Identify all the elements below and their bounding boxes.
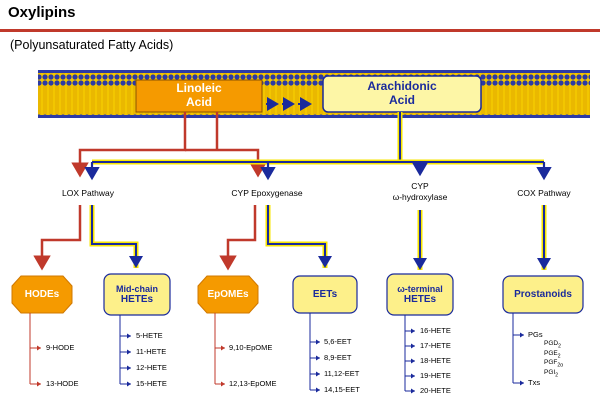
prostaglandin-list: PGD2 PGE2 PGF2α PGI2 <box>544 340 563 378</box>
product-txs: Txs <box>528 378 541 387</box>
epomes-octagon <box>197 275 259 314</box>
arachidonic-arrows <box>84 112 552 181</box>
page-subtitle: (Polyunsaturated Fatty Acids) <box>10 38 174 52</box>
omega-hetes-box <box>386 273 454 316</box>
linoleic-line1: Linoleic <box>176 81 222 96</box>
eets-label: EETs <box>312 288 338 300</box>
product-20-hete: 20-HETE <box>420 386 451 395</box>
product-16-hete: 16-HETE <box>420 326 451 335</box>
product-5-hete: 5-HETE <box>136 331 163 340</box>
eets-box <box>292 275 358 314</box>
linoleic-acid-box <box>135 79 263 113</box>
cyp-hydroxylase-line1: CYP <box>411 181 429 191</box>
hodes-product-lines <box>29 313 41 387</box>
linoleic-arrows <box>71 112 267 178</box>
product-19-hete: 19-HETE <box>420 371 451 380</box>
cyp-epoxygenase-label: CYP Epoxygenase <box>231 188 303 198</box>
cox-pathway-label: COX Pathway <box>517 188 571 198</box>
product-15-hete: 15-HETE <box>136 379 167 388</box>
cyp-epox-split-arrows <box>219 205 332 271</box>
arachidonic-line1: Arachidonic <box>367 79 437 94</box>
eets-product-lines <box>309 313 320 393</box>
product-9-hode: 9-HODE <box>46 343 75 352</box>
product-14-15-eet: 14,15-EET <box>324 385 360 394</box>
hodes-label: HODEs <box>24 288 60 300</box>
product-5-6-eet: 5,6-EET <box>324 337 352 346</box>
omega-product-lines <box>404 315 415 394</box>
product-pgs: PGs <box>528 330 543 339</box>
product-pgi2: PGI2 <box>544 368 558 378</box>
product-9-10-epome: 9,10-EpOME <box>229 343 273 352</box>
epomes-label: EpOMEs <box>207 288 249 300</box>
page-title: Oxylipins <box>8 4 76 21</box>
midchain-line1: Mid-chain <box>116 283 158 294</box>
product-pgf2a: PGF2α <box>544 359 564 369</box>
midchain-line2: HETEs <box>120 293 154 305</box>
prostanoids-product-lines <box>512 313 524 386</box>
product-17-hete: 17-HETE <box>420 341 451 350</box>
lox-pathway-label: LOX Pathway <box>62 188 114 198</box>
product-12-hete: 12-HETE <box>136 363 167 372</box>
product-12-13-epome: 12,13-EpOME <box>229 379 277 388</box>
linoleic-line2: Acid <box>185 95 212 109</box>
product-8-9-eet: 8,9-EET <box>324 353 352 362</box>
product-pgd2: PGD2 <box>544 340 561 350</box>
epomes-product-lines <box>214 313 225 387</box>
title-divider <box>0 29 600 32</box>
hodes-octagon <box>11 275 73 314</box>
product-18-hete: 18-HETE <box>420 356 451 365</box>
membrane-bilayer <box>38 70 590 118</box>
product-11-hete: 11-HETE <box>136 347 167 356</box>
lox-split-arrows <box>33 205 143 271</box>
omega-line2: HETEs <box>403 293 437 305</box>
cyp-hydroxylase-line2: ω-hydroxylase <box>392 192 448 203</box>
product-11-12-eet: 11,12-EET <box>324 369 360 378</box>
midchain-product-lines <box>119 315 131 387</box>
product-pge2: PGE2 <box>544 349 561 359</box>
omega-line1: ω-terminal <box>397 283 443 294</box>
prostanoids-box <box>502 275 584 314</box>
product-13-hode: 13-HODE <box>46 379 79 388</box>
prostanoids-label: Prostanoids <box>514 288 572 300</box>
midchain-hetes-box <box>103 273 171 316</box>
arachidonic-line2: Acid <box>388 93 415 107</box>
